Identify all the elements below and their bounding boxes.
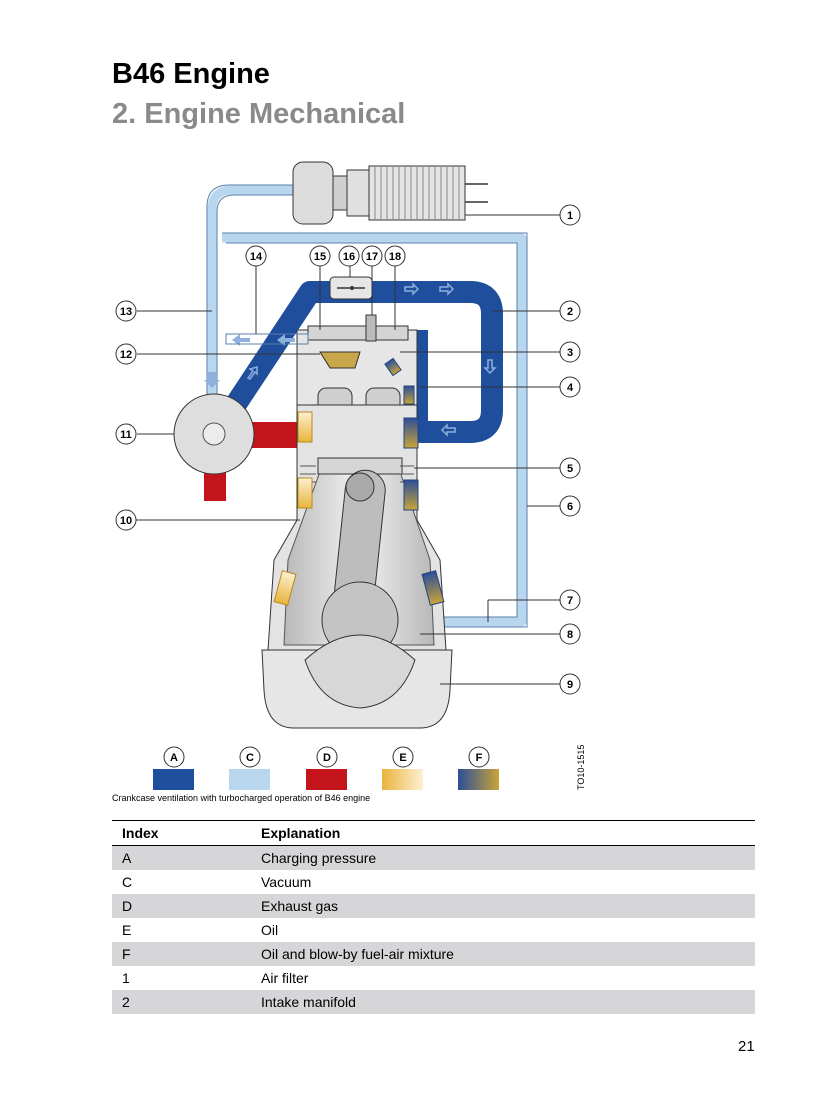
svg-text:12: 12: [120, 349, 132, 361]
table-row: D Exhaust gas: [112, 894, 755, 918]
table-row: E Oil: [112, 918, 755, 942]
key-d: D: [306, 746, 347, 790]
table-row: 1 Air filter: [112, 966, 755, 990]
key-a: A: [153, 746, 194, 790]
svg-text:15: 15: [314, 251, 326, 263]
charging-pressure-line: [221, 281, 503, 443]
svg-text:A: A: [170, 752, 178, 764]
svg-text:11: 11: [120, 429, 132, 441]
crankcase: [261, 404, 453, 729]
column-header-index: Index: [112, 820, 251, 846]
svg-text:7: 7: [567, 595, 573, 607]
explanation-cell: Exhaust gas: [251, 894, 755, 918]
air-filter: [292, 161, 488, 225]
key-f: F: [458, 746, 499, 790]
callout-5: 5: [559, 457, 581, 479]
index-cell: A: [112, 845, 251, 870]
svg-text:14: 14: [250, 251, 263, 263]
callout-6: 6: [559, 495, 581, 517]
index-cell: 1: [122, 970, 130, 986]
table-row: C Vacuum: [112, 870, 755, 894]
svg-text:17: 17: [366, 251, 378, 263]
table-row: 2 Intake manifold: [112, 990, 755, 1014]
callout-15: 15: [309, 245, 331, 267]
index-cell: D: [112, 894, 251, 918]
svg-text:6: 6: [567, 501, 573, 513]
table-row: A Charging pressure: [112, 845, 755, 870]
vacuum-line: [207, 185, 527, 627]
callout-markers: 1 2 3 4 5 6 7 8 9 10 11 12 13 14 15 16 1…: [115, 204, 581, 695]
callout-8: 8: [559, 623, 581, 645]
page-title: B46 Engine: [112, 58, 270, 90]
svg-text:1: 1: [567, 210, 573, 222]
figure-caption: Crankcase ventilation with turbocharged …: [112, 793, 371, 803]
callout-10: 10: [115, 509, 137, 531]
crankcase-ventilation-diagram: 1 2 3 4 5 6 7 8 9 10 11 12 13 14 15 16 1…: [115, 161, 581, 790]
svg-text:D: D: [323, 752, 331, 764]
explanation-cell: Oil and blow-by fuel-air mixture: [251, 942, 755, 966]
callout-2: 2: [559, 300, 581, 322]
explanation-cell: Vacuum: [261, 874, 312, 890]
svg-text:3: 3: [567, 347, 573, 359]
callout-4: 4: [559, 376, 581, 398]
page-number: 21: [738, 1038, 755, 1055]
blow-by-arrows: [384, 357, 445, 606]
svg-text:E: E: [399, 752, 406, 764]
swatch-oil-blow-by: [458, 769, 499, 790]
column-header-explanation: Explanation: [251, 820, 755, 846]
index-cell: 2: [112, 990, 251, 1014]
explanation-cell: Air filter: [261, 970, 309, 986]
svg-text:13: 13: [120, 306, 132, 318]
oil-flow-arrows: [273, 411, 313, 606]
svg-text:F: F: [476, 752, 483, 764]
callout-11: 11: [115, 423, 137, 445]
figure-id: TO10-1515: [576, 744, 586, 790]
callout-13: 13: [115, 300, 137, 322]
svg-text:16: 16: [343, 251, 355, 263]
explanation-cell: Charging pressure: [251, 845, 755, 870]
key-e: E: [382, 746, 423, 790]
svg-text:10: 10: [120, 515, 132, 527]
color-key-legend: A C D E F: [153, 746, 499, 790]
callout-12: 12: [115, 343, 137, 365]
key-c: C: [229, 746, 270, 790]
callout-18: 18: [384, 245, 406, 267]
callout-9: 9: [559, 673, 581, 695]
index-table: Index Explanation A Charging pressure C …: [112, 820, 755, 1014]
section-title: 2. Engine Mechanical: [112, 98, 406, 130]
svg-text:9: 9: [567, 679, 573, 691]
index-cell: C: [122, 874, 133, 890]
swatch-charging-pressure: [153, 769, 194, 790]
callout-1: 1: [559, 204, 581, 226]
table-row: F Oil and blow-by fuel-air mixture: [112, 942, 755, 966]
index-cell: E: [122, 922, 132, 938]
index-cell: F: [112, 942, 251, 966]
swatch-oil: [382, 769, 423, 790]
callout-3: 3: [559, 341, 581, 363]
explanation-cell: Intake manifold: [251, 990, 755, 1014]
svg-text:C: C: [246, 752, 254, 764]
svg-text:4: 4: [567, 382, 574, 394]
callout-17: 17: [361, 245, 383, 267]
svg-text:2: 2: [567, 306, 573, 318]
explanation-cell: Oil: [261, 922, 279, 938]
svg-text:8: 8: [567, 629, 573, 641]
swatch-vacuum: [229, 769, 270, 790]
callout-7: 7: [559, 589, 581, 611]
swatch-exhaust-gas: [306, 769, 347, 790]
table-header-row: Index Explanation: [112, 820, 755, 846]
svg-text:18: 18: [389, 251, 401, 263]
callout-16: 16: [338, 245, 360, 267]
callout-14: 14: [245, 245, 267, 267]
svg-text:5: 5: [567, 463, 573, 475]
